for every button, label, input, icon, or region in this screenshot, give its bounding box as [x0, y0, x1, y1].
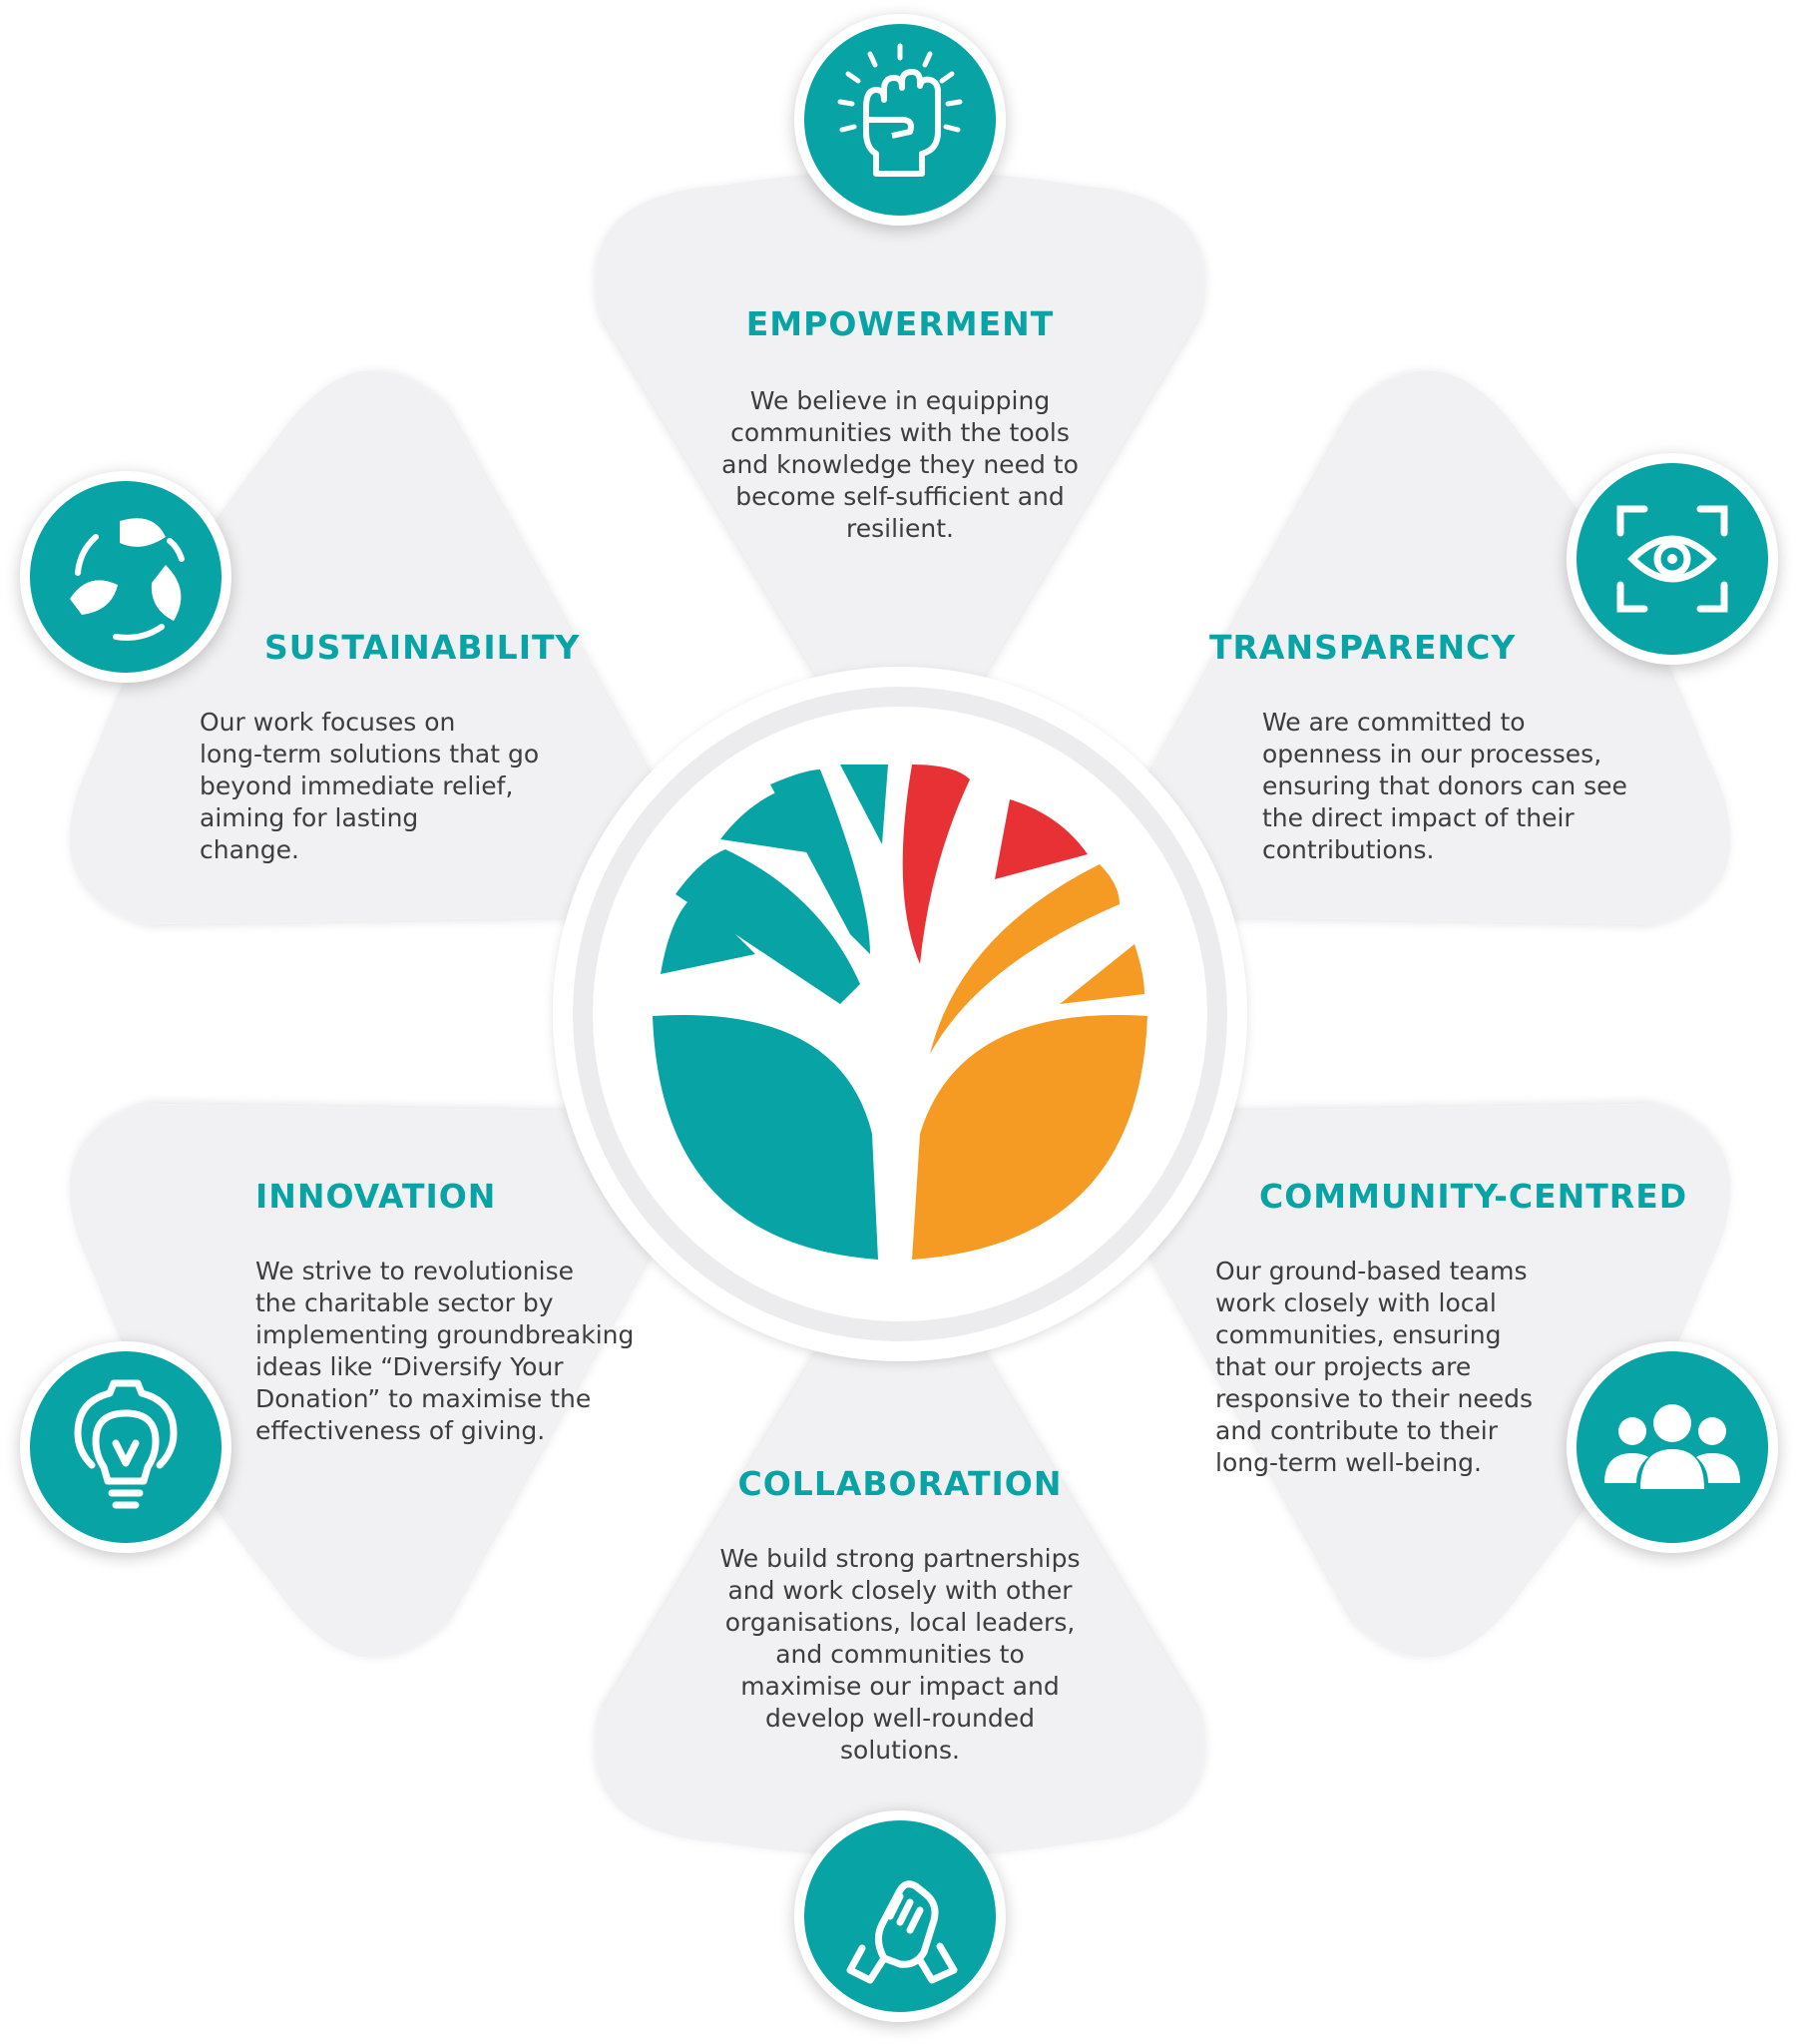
text-line: maximise our impact and [740, 1672, 1060, 1701]
text-line: Our ground-based teams [1215, 1257, 1528, 1285]
text-line: implementing groundbreaking [255, 1320, 635, 1349]
petal-innovation [69, 1104, 672, 1658]
tree-logo [653, 765, 1147, 1260]
people-group-icon [1604, 1404, 1740, 1489]
petal-sustainability [69, 370, 672, 924]
petals-layer [69, 171, 1731, 1857]
text-line: Donation” to maximise the [255, 1384, 592, 1413]
text-line: long-term well-being. [1215, 1448, 1482, 1477]
logo-branch [770, 769, 870, 954]
text-line: ensuring that donors can see [1262, 771, 1627, 800]
innovation-text: We strive to revolutionise the charitabl… [255, 1256, 634, 1447]
logo-branch [653, 1014, 878, 1260]
sustainability-badge [20, 471, 231, 683]
logo-branch [840, 765, 888, 844]
text-line: the charitable sector by [255, 1288, 554, 1317]
logo-branch [676, 849, 860, 1004]
innovation-title: INNOVATION [255, 1177, 497, 1216]
text-line: openness in our processes, [1262, 740, 1602, 768]
recycle-leaves-icon [70, 518, 185, 641]
hub-inner-disc [593, 707, 1207, 1321]
petal-empowerment [596, 171, 1204, 715]
innovation-badge [20, 1341, 231, 1553]
community-centred-title: COMMUNITY-CENTRED [1259, 1177, 1688, 1216]
text-line: communities with the tools [730, 418, 1070, 447]
text-line: solutions. [840, 1736, 960, 1765]
text-line: We strive to revolutionise [255, 1257, 575, 1285]
text-line: aiming for lasting [200, 803, 419, 832]
text-line: contributions. [1262, 835, 1435, 864]
sustainability-text: Our work focuses on long-term solutions … [200, 707, 539, 866]
logo-branch [1060, 944, 1144, 1004]
text-line: responsive to their needs [1215, 1384, 1533, 1413]
empowerment-text: We believe in equipping communities with… [721, 385, 1079, 545]
center-hub [553, 667, 1247, 1361]
collaboration-title: COLLABORATION [737, 1464, 1063, 1503]
text-line: and contribute to their [1215, 1416, 1499, 1445]
text-line: We are committed to [1262, 708, 1526, 737]
petal-collaboration [596, 1313, 1204, 1857]
text-line: resilient. [846, 514, 954, 543]
text-line: communities, ensuring [1215, 1320, 1502, 1349]
empowerment-badge [794, 14, 1006, 226]
handshake-icon [846, 1880, 958, 1984]
text-line: Our work focuses on [200, 708, 456, 737]
text-line: the direct impact of their [1262, 803, 1575, 832]
petal-transparency [1129, 370, 1731, 924]
eye-focus-icon [1616, 505, 1728, 613]
logo-branch [902, 765, 970, 964]
text-line: and communities to [775, 1640, 1025, 1669]
petal-community-centred [1129, 1104, 1731, 1658]
empowerment-title: EMPOWERMENT [745, 304, 1055, 343]
text-line: ideas like “Diversify Your [255, 1352, 564, 1381]
transparency-badge [1567, 453, 1778, 665]
text-line: long-term solutions that go [200, 740, 540, 768]
text-line: beyond immediate relief, [200, 771, 514, 800]
text-line: change. [200, 835, 299, 864]
text-line: work closely with local [1215, 1288, 1497, 1317]
collaboration-text: We build strong partnerships and work cl… [720, 1543, 1081, 1767]
community-centred-text: Our ground-based teams work closely with… [1215, 1256, 1533, 1479]
collaboration-badge [794, 1810, 1006, 2022]
sustainability-title: SUSTAINABILITY [264, 628, 581, 667]
text-line: We build strong partnerships [719, 1544, 1081, 1573]
lightbulb-gear-icon [74, 1379, 178, 1509]
transparency-text: We are committed to openness in our proc… [1262, 707, 1627, 866]
text-line: and work closely with other [727, 1576, 1073, 1605]
text-line: and knowledge they need to [721, 450, 1079, 479]
logo-branch [995, 799, 1088, 879]
community-centred-badge [1567, 1341, 1778, 1553]
raised-fist-icon [837, 43, 963, 177]
logo-branch [661, 894, 755, 974]
text-line: effectiveness of giving. [255, 1416, 546, 1445]
transparency-title: TRANSPARENCY [1209, 628, 1517, 667]
logo-branch [912, 1014, 1147, 1260]
text-line: develop well-rounded [764, 1704, 1036, 1733]
text-line: organisations, local leaders, [724, 1608, 1076, 1637]
logo-branch [930, 864, 1120, 1054]
text-line: We believe in equipping [749, 386, 1051, 415]
text-line: that our projects are [1215, 1352, 1472, 1381]
text-line: become self-sufficient and [735, 482, 1065, 511]
